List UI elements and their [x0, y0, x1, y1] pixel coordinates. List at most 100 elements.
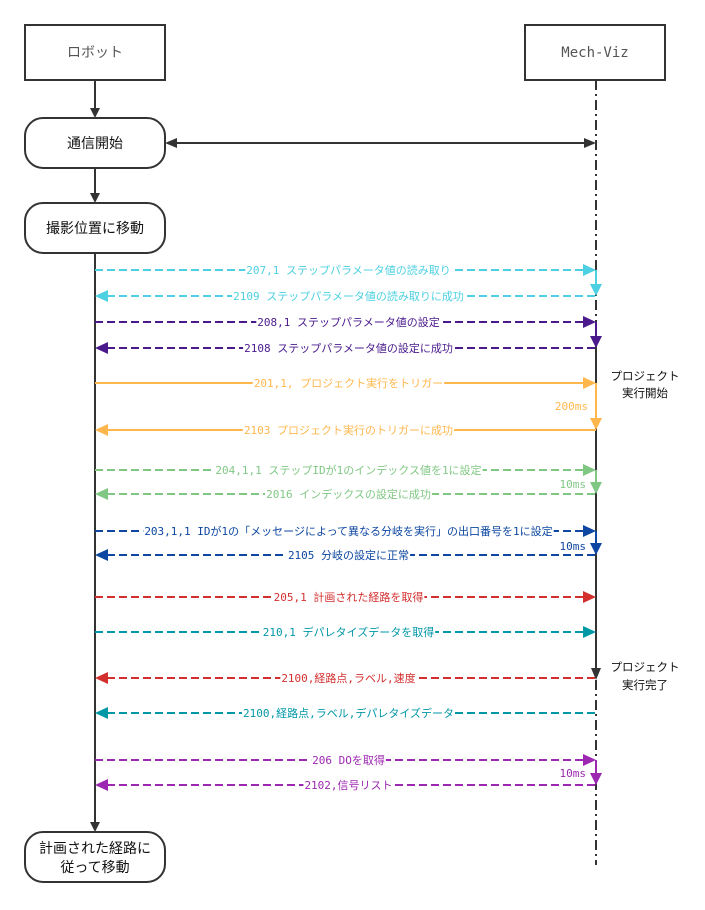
message-label: 208,1 ステップパラメータ値の設定: [257, 315, 439, 329]
message-arrow: 2108 ステップパラメータ値の設定に成功: [95, 341, 596, 355]
message-label: 2105 分岐の設定に正常: [288, 548, 409, 562]
processing-arrow: [590, 383, 602, 430]
step-start-comm: 通信開始: [24, 117, 166, 169]
participant-robot: ロボット: [24, 24, 166, 81]
message-arrow: 2103 プロジェクト実行のトリガーに成功: [95, 423, 596, 437]
arrow-left-icon: [95, 488, 108, 500]
message-arrow: 201,1, プロジェクト実行をトリガー: [95, 376, 596, 390]
message-label: 207,1 ステップパラメータ値の読み取り: [246, 263, 450, 277]
message-label-background: [280, 671, 417, 685]
arrow-right-icon: [583, 316, 596, 328]
message-label-background: [143, 524, 554, 538]
message-arrow: 203,1,1 IDが1の「メッセージによって異なる分岐を実行」の出口番号を1に…: [95, 524, 596, 538]
message-arrow: 2105 分岐の設定に正常: [95, 548, 596, 562]
message-arrow: 210,1 デパレタイズデータを取得: [95, 625, 596, 639]
arrow-right-icon: [583, 264, 596, 276]
arrow-down-icon: [90, 108, 100, 118]
arrow-right-icon: [583, 464, 596, 476]
message-arrow: 208,1 ステップパラメータ値の設定: [95, 315, 596, 329]
message-label-background: [245, 263, 452, 277]
participant-mechviz-label: Mech-Viz: [561, 45, 628, 61]
message-arrow: 204,1,1 ステップIDが1のインデックス値を1に設定: [95, 463, 596, 477]
message-label: 205,1 計画された経路を取得: [274, 590, 424, 604]
participant-mechviz: Mech-Viz: [524, 24, 666, 81]
step-move-path: 計画された経路に 従って移動: [24, 831, 166, 883]
processing-arrow: [590, 470, 602, 494]
message-arrow: 2109 ステップパラメータ値の読み取りに成功: [95, 289, 596, 303]
step-move-path-label: 従って移動: [60, 860, 129, 876]
arrow-down-icon: [90, 193, 100, 203]
processing-arrow: [590, 322, 602, 348]
message-label: 2103 プロジェクト実行のトリガーに成功: [244, 423, 453, 437]
message-label-background: [265, 487, 432, 501]
delay-label: 10ms: [560, 478, 587, 491]
arrow-left-icon: [95, 290, 108, 302]
message-label: 210,1 デパレタイズデータを取得: [263, 625, 434, 639]
note-project-end: プロジェクト: [611, 660, 680, 674]
message-label: 201,1, プロジェクト実行をトリガー: [254, 376, 443, 390]
delay-label: 10ms: [560, 767, 587, 780]
message-label-background: [261, 625, 436, 639]
arrow-right-icon: [584, 138, 596, 148]
arrow-down-icon: [590, 773, 602, 785]
message-label-background: [241, 706, 456, 720]
step-start-comm-label: 通信開始: [67, 136, 123, 152]
delay-label: 200ms: [555, 400, 588, 413]
arrow-down-icon: [590, 284, 602, 296]
message-arrow: 206 DOを取得: [95, 754, 596, 767]
arrow-down-icon: [590, 543, 602, 555]
message-arrow: 2100,経路点,ラベル,デパレタイズデータ: [95, 706, 596, 720]
arrow-down-icon: [590, 418, 602, 430]
message-label: 204,1,1 ステップIDが1のインデックス値を1に設定: [215, 463, 481, 477]
message-label: 2108 ステップパラメータ値の設定に成功: [244, 341, 453, 355]
message-label-background: [256, 315, 441, 329]
message-label: 2100,経路点,ラベル,デパレタイズデータ: [243, 706, 454, 720]
step-move-path-label: 計画された経路に: [39, 841, 151, 857]
message-label-background: [243, 341, 454, 355]
arrow-down-icon: [591, 668, 601, 680]
message-label-background: [232, 289, 465, 303]
message-label-background: [311, 754, 386, 767]
processing-arrow: [590, 760, 602, 785]
message-label-background: [303, 779, 394, 792]
message-arrow: 207,1 ステップパラメータ値の読み取り: [95, 263, 596, 277]
arrow-down-icon: [590, 336, 602, 348]
message-label: 2102,信号リスト: [304, 779, 392, 792]
message-label-background: [252, 376, 445, 390]
message-arrow: 2016 インデックスの設定に成功: [95, 487, 596, 501]
message-arrow: 2100,経路点,ラベル,速度: [95, 671, 596, 685]
message-label-background: [272, 590, 425, 604]
step-move-capture: 撮影位置に移動: [24, 202, 166, 254]
arrow-right-icon: [583, 591, 596, 603]
arrow-left-icon: [95, 707, 108, 719]
arrow-left-icon: [165, 138, 177, 148]
processing-arrow: [590, 531, 602, 555]
message-label: 2100,経路点,ラベル,速度: [281, 671, 415, 685]
note-project-end: 実行完了: [622, 678, 668, 692]
message-label: 2109 ステップパラメータ値の読み取りに成功: [233, 289, 464, 303]
message-label-background: [242, 423, 455, 437]
note-project-start: 実行開始: [622, 386, 668, 400]
arrow-left-icon: [95, 424, 108, 436]
message-arrow: 205,1 計画された経路を取得: [95, 590, 596, 604]
message-label: 2016 インデックスの設定に成功: [266, 487, 431, 501]
message-label: 206 DOを取得: [312, 754, 385, 767]
note-project-start: プロジェクト: [611, 369, 680, 383]
participant-robot-label: ロボット: [67, 45, 123, 61]
step-move-capture-label: 撮影位置に移動: [46, 220, 144, 237]
arrow-left-icon: [95, 342, 108, 354]
arrow-left-icon: [95, 779, 108, 791]
arrow-left-icon: [95, 549, 108, 561]
arrow-right-icon: [583, 754, 596, 766]
arrow-right-icon: [583, 525, 596, 537]
arrow-right-icon: [583, 377, 596, 389]
message-arrow: 2102,信号リスト: [95, 779, 596, 792]
arrow-down-icon: [90, 822, 100, 832]
arrow-left-icon: [95, 672, 108, 684]
processing-arrow: [590, 270, 602, 296]
delay-label: 10ms: [560, 540, 587, 553]
arrow-down-icon: [590, 482, 602, 494]
message-label: 203,1,1 IDが1の「メッセージによって異なる分岐を実行」の出口番号を1に…: [144, 524, 552, 538]
message-label-background: [286, 548, 411, 562]
